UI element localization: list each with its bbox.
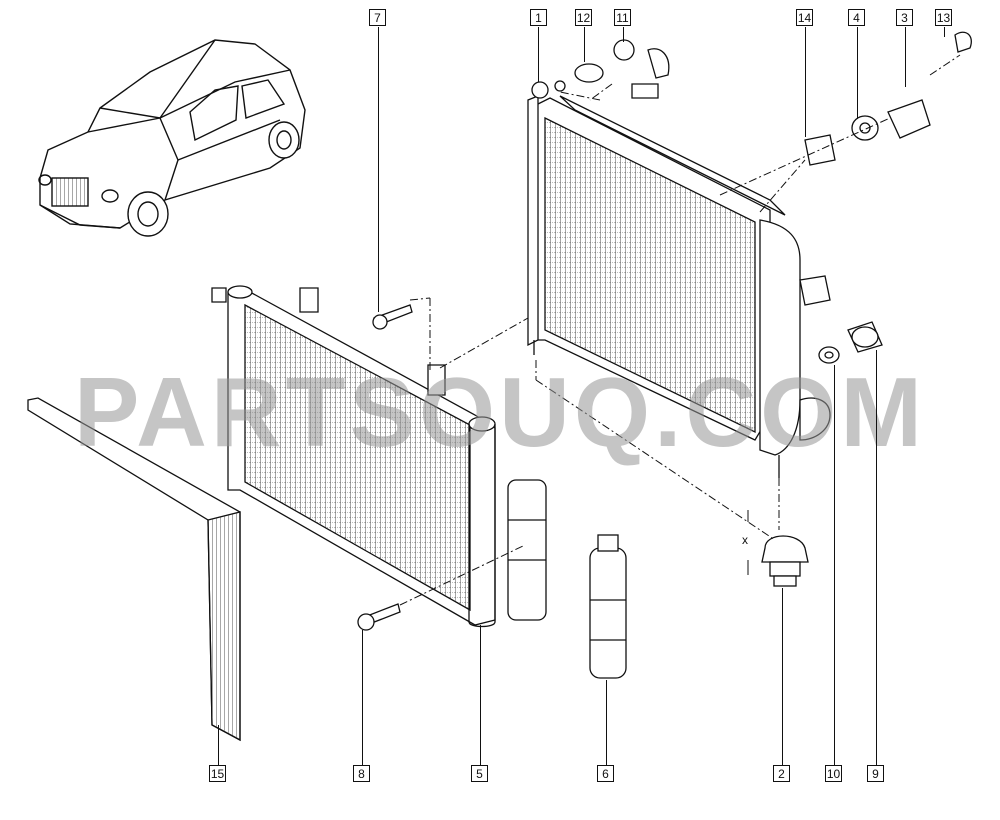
radiator-core [527, 80, 831, 478]
car-illustration [38, 39, 306, 237]
leader-14 [805, 27, 806, 137]
leader-3 [905, 27, 906, 87]
leader-7 [378, 27, 379, 312]
callout-10[interactable]: 10 [825, 765, 842, 782]
leader-11 [623, 27, 624, 42]
leader-6 [606, 680, 607, 765]
assembly-guide-lines [399, 54, 961, 606]
leader-12 [584, 27, 585, 62]
bolts [357, 304, 413, 631]
callout-3[interactable]: 3 [896, 9, 913, 26]
callout-8[interactable]: 8 [353, 765, 370, 782]
leader-5 [480, 625, 481, 765]
callout-15[interactable]: 15 [209, 765, 226, 782]
leader-8 [362, 630, 363, 765]
leader-13 [944, 27, 945, 37]
callout-2[interactable]: 2 [773, 765, 790, 782]
leader-1 [538, 27, 539, 82]
callout-1[interactable]: 1 [530, 9, 547, 26]
drain-plug [761, 535, 809, 587]
callout-6[interactable]: 6 [597, 765, 614, 782]
small-top-parts [574, 31, 972, 166]
callout-14[interactable]: 14 [796, 9, 813, 26]
leader-10 [834, 365, 835, 765]
leader-15 [218, 725, 219, 765]
callout-7[interactable]: 7 [369, 9, 386, 26]
callout-4[interactable]: 4 [848, 9, 865, 26]
leader-9 [876, 350, 877, 765]
washer-and-plug [818, 321, 883, 364]
air-guide [27, 397, 241, 742]
callout-5[interactable]: 5 [471, 765, 488, 782]
callout-12[interactable]: 12 [575, 9, 592, 26]
leader-2 [782, 588, 783, 765]
callout-11[interactable]: 11 [614, 9, 631, 26]
callout-13[interactable]: 13 [935, 9, 952, 26]
dimension-label: x [742, 533, 748, 547]
leader-4 [857, 27, 858, 119]
callout-9[interactable]: 9 [867, 765, 884, 782]
receiver-drier [589, 534, 627, 679]
condenser [211, 285, 547, 628]
